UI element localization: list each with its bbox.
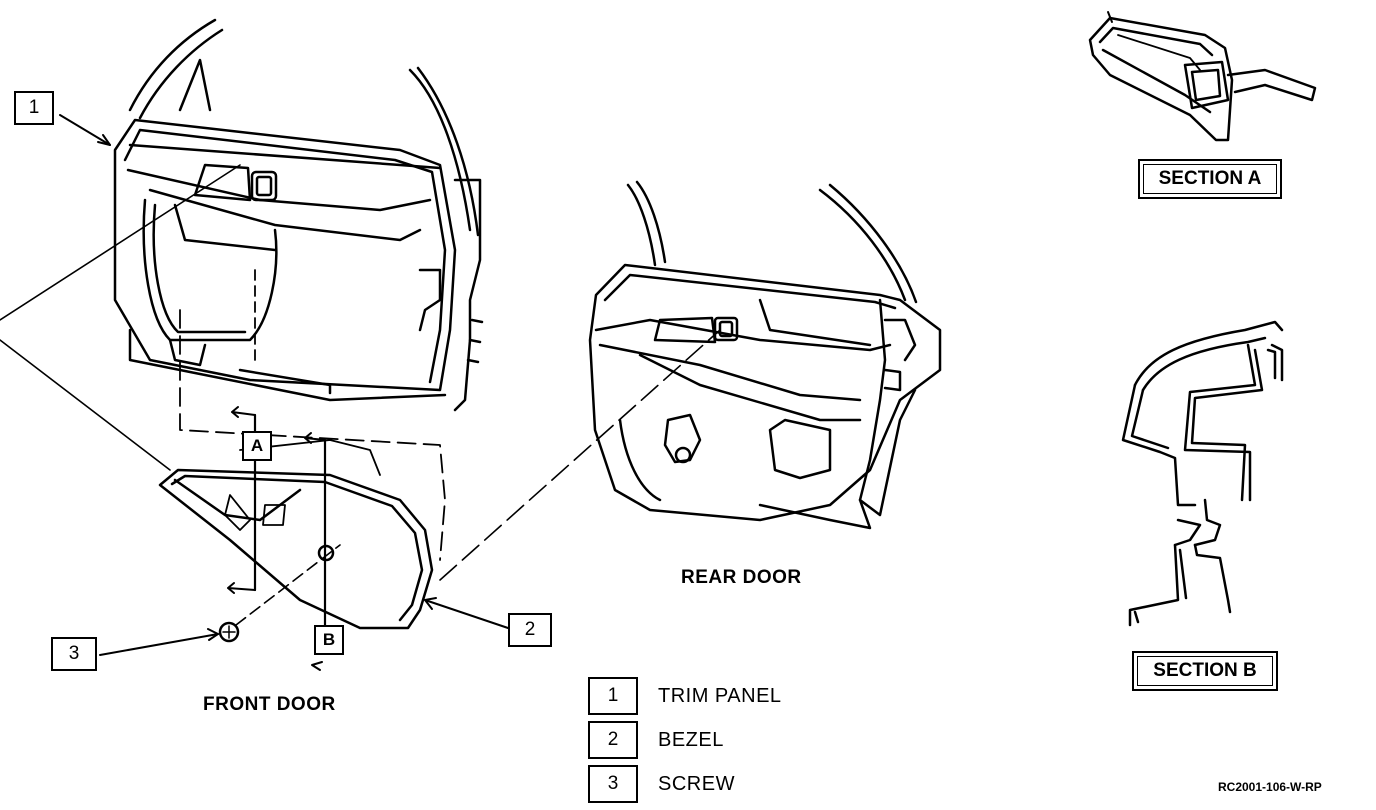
rear-door-label: REAR DOOR — [681, 567, 802, 588]
callout-2-bezel: 2 — [508, 613, 552, 647]
legend-number: 2 — [588, 721, 638, 759]
callout-1-trim-panel: 1 — [14, 91, 54, 125]
legend-label: SCREW — [658, 772, 735, 795]
section-b-label: SECTION B — [1132, 651, 1278, 691]
section-a-label: SECTION A — [1138, 159, 1282, 199]
front-door-label: FRONT DOOR — [203, 694, 336, 715]
figure-code: RC2001-106-W-RP — [1218, 780, 1322, 794]
legend-label: TRIM PANEL — [658, 684, 782, 707]
legend-row-screw: 3 SCREW — [588, 765, 735, 803]
section-marker-a: A — [242, 431, 272, 461]
legend-number: 3 — [588, 765, 638, 803]
section-a-illustration — [1088, 11, 1317, 142]
front-door-illustration — [0, 18, 721, 671]
legend-number: 1 — [588, 677, 638, 715]
legend-row-trim-panel: 1 TRIM PANEL — [588, 677, 782, 715]
legend-label: BEZEL — [658, 728, 724, 751]
callout-3-screw: 3 — [51, 637, 97, 671]
rear-door-illustration — [588, 180, 942, 530]
section-marker-b: B — [314, 625, 344, 655]
legend-row-bezel: 2 BEZEL — [588, 721, 724, 759]
section-b-illustration — [1121, 320, 1284, 627]
